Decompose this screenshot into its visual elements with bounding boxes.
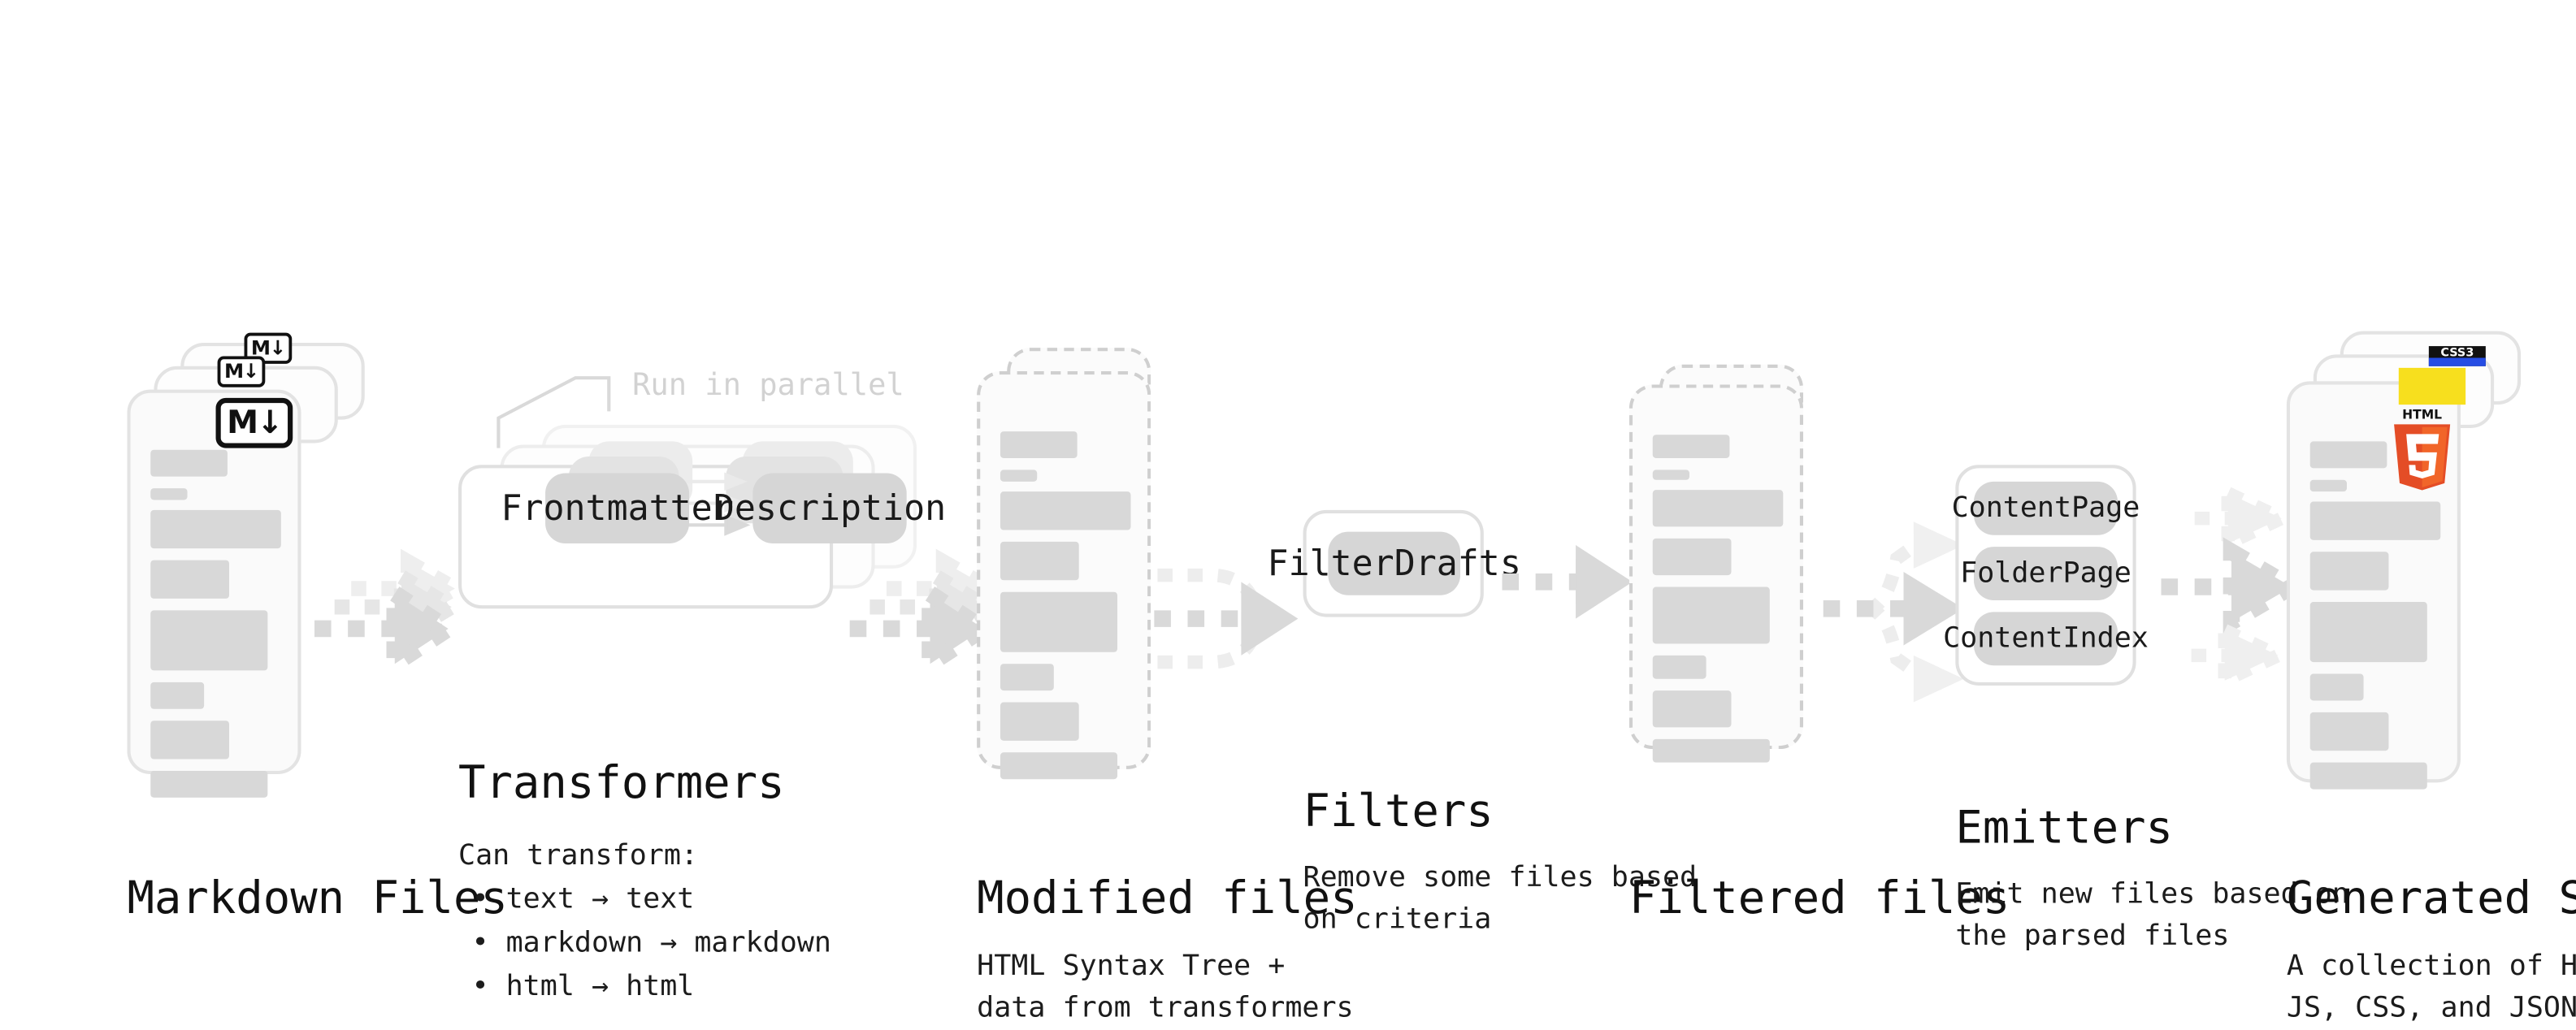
skeleton-bar xyxy=(150,610,268,671)
skeleton-bar xyxy=(1000,752,1118,780)
filtered-files-title: Filtered files xyxy=(1628,872,2010,925)
skeleton-bar xyxy=(150,449,228,477)
skeleton-bar xyxy=(1000,664,1054,691)
skeleton-bar xyxy=(2309,552,2389,591)
generated-site-title: Generated Site xyxy=(2286,872,2576,925)
skeleton-bar xyxy=(150,488,188,500)
transformers-subtitle: Can transform: xyxy=(458,839,698,873)
html5-badge: HTML xyxy=(2394,407,2451,491)
skeleton-bar xyxy=(1652,690,1732,728)
skeleton-bar xyxy=(1000,470,1038,482)
skeleton-bar xyxy=(1652,538,1732,576)
skeleton-bar xyxy=(1000,702,1079,741)
markdown-files-title: Markdown Files xyxy=(127,872,508,925)
connector-emitters-to-site xyxy=(2161,483,2309,691)
skeleton-bar xyxy=(150,770,268,798)
connector-transformers-to-modified xyxy=(849,548,1006,680)
connector-md-to-transformers xyxy=(314,548,471,680)
transformers-title: Transformers xyxy=(458,757,785,810)
transformers-bullet-0: • text → text xyxy=(471,882,695,917)
emitters-chip-contentindex[interactable]: ContentIndex xyxy=(1943,612,2149,666)
skeleton-bar xyxy=(2309,501,2441,540)
skeleton-bar xyxy=(150,721,230,760)
skeleton-bar xyxy=(1652,586,1770,644)
svg-text:HTML: HTML xyxy=(2402,407,2442,422)
skeleton-bar xyxy=(1652,435,1730,459)
skeleton-bar xyxy=(1000,431,1078,459)
skeleton-bar xyxy=(2309,479,2347,492)
modified-files-title: Modified files xyxy=(977,872,1358,925)
generated-site-subtitle: A collection of HTML, JS, CSS, and JSON … xyxy=(2286,950,2576,1025)
js-badge xyxy=(2398,367,2466,405)
skeleton-bar xyxy=(1652,490,1784,527)
pipeline-diagram: M↓ M↓ M↓ Markdown Files Run in parallel xyxy=(127,331,2576,1025)
skeleton-bar xyxy=(1652,655,1706,679)
emitters-chip-folderpage[interactable]: FolderPage xyxy=(1960,547,2131,600)
skeleton-bar xyxy=(2309,673,2364,701)
run-in-parallel-bracket xyxy=(497,376,611,448)
markdown-badge: M↓ xyxy=(215,397,293,448)
modified-files-subtitle: HTML Syntax Tree + data from transformer… xyxy=(977,950,1354,1025)
skeleton-bar xyxy=(2309,441,2387,469)
skeleton-bar xyxy=(2309,762,2427,790)
skeleton-bar xyxy=(1000,491,1131,530)
skeleton-bar xyxy=(2309,602,2427,663)
transformer-inner-arrows xyxy=(669,472,751,536)
css-badge: CSS3 xyxy=(2428,345,2486,366)
skeleton-bar xyxy=(1000,541,1079,581)
connector-modified-to-filters xyxy=(1154,568,1299,669)
transformer-chip-description[interactable]: Description xyxy=(713,473,946,543)
connector-filters-to-filtered xyxy=(1502,545,1633,619)
skeleton-bar xyxy=(150,560,230,599)
skeleton-bar xyxy=(150,682,205,709)
filters-title: Filters xyxy=(1303,785,1494,838)
skeleton-bar xyxy=(1652,470,1690,480)
filters-chip-filterdrafts[interactable]: FilterDrafts xyxy=(1268,531,1521,595)
transformers-bullet-1: • markdown → markdown xyxy=(471,926,831,960)
skeleton-bar xyxy=(1000,591,1118,652)
emitters-chip-contentpage[interactable]: ContentPage xyxy=(1952,481,2140,535)
skeleton-bar xyxy=(1652,738,1770,763)
transformers-bullet-2: • html → html xyxy=(471,969,695,1004)
skeleton-bar xyxy=(150,509,281,549)
transformer-chip-frontmatter[interactable]: Frontmatter xyxy=(501,473,734,543)
skeleton-bar xyxy=(2309,712,2389,751)
run-in-parallel-note: Run in parallel xyxy=(632,367,904,404)
emitters-title: Emitters xyxy=(1955,803,2174,855)
markdown-badge-mid: M↓ xyxy=(217,356,266,387)
